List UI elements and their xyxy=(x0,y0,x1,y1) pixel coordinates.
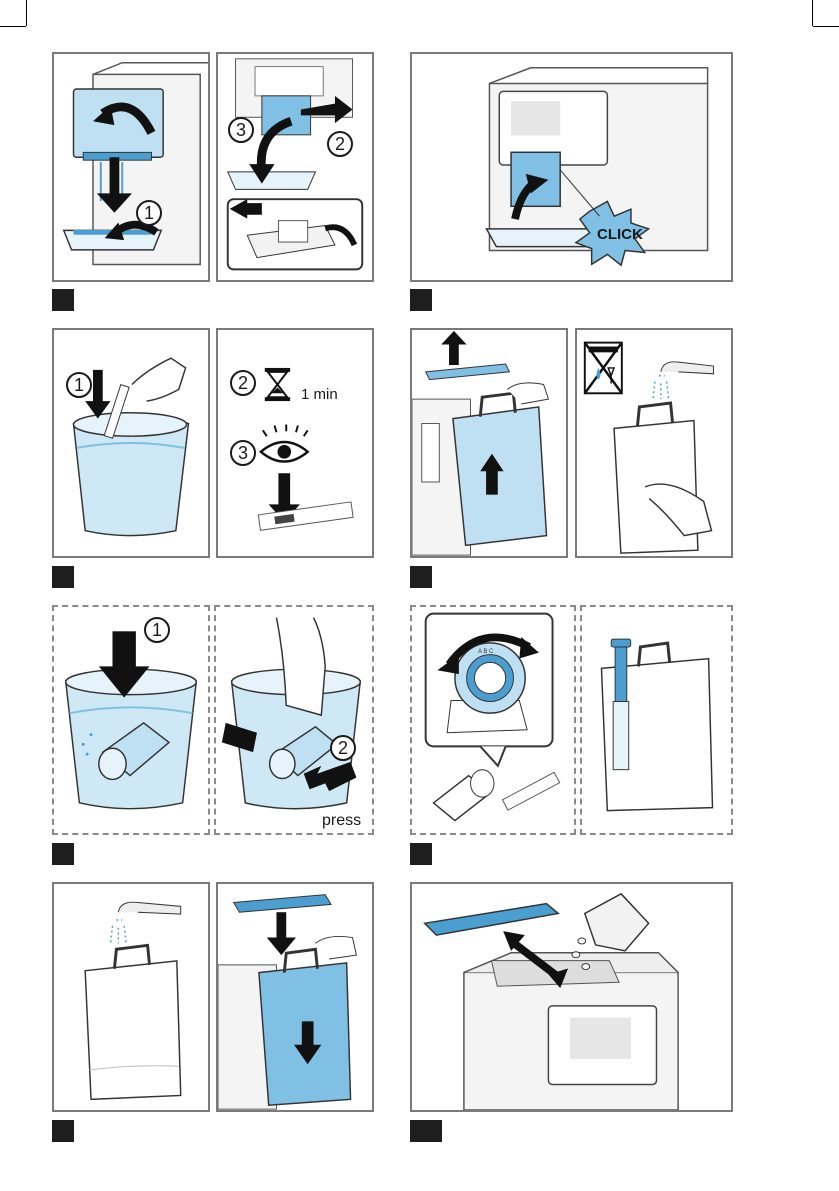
step7-panel-insert-tank xyxy=(216,882,374,1112)
machine-front-illustration xyxy=(54,54,208,280)
step6-panel-insert-filter xyxy=(580,605,733,835)
step-badge xyxy=(52,289,74,311)
step-badge xyxy=(52,566,74,588)
drawer-removal-illustration xyxy=(218,54,372,280)
dial-letters: A B C xyxy=(478,649,493,655)
fill-tank-illustration xyxy=(54,884,208,1110)
hourglass-icon xyxy=(265,368,290,401)
callout-number: 2 xyxy=(230,370,256,396)
press-label: press xyxy=(322,812,361,830)
crop-mark-top-right-h xyxy=(813,26,839,27)
dial-setting-illustration xyxy=(412,607,574,833)
step4-panel-rinse-tank xyxy=(575,328,733,558)
cartridge-click-illustration xyxy=(412,54,731,280)
callout-number: 2 xyxy=(327,131,353,157)
crop-mark-top-left-h xyxy=(0,26,26,27)
callout-number: 3 xyxy=(228,117,254,143)
test-strip-in-glass-illustration xyxy=(54,330,208,556)
crop-mark-top-left-v xyxy=(26,0,27,26)
no-dishwasher-icon xyxy=(585,343,622,394)
press-cartridge-illustration xyxy=(216,607,372,833)
step3-panel-test-strip: 1 xyxy=(52,328,210,558)
step-badge xyxy=(410,289,432,311)
filter-in-tank-illustration xyxy=(582,607,731,833)
step8-panel-refill-beans xyxy=(410,882,733,1112)
step1-panel-remove-drip-tray: 1 xyxy=(52,52,210,282)
callout-number: 1 xyxy=(66,372,92,398)
step6-panel-set-dial: A B C xyxy=(410,605,576,835)
refill-beans-illustration xyxy=(412,884,731,1110)
step2-panel-insert-cartridge: CLICK xyxy=(410,52,733,282)
click-label: CLICK xyxy=(597,226,643,243)
callout-number: 2 xyxy=(330,735,356,761)
insert-tank-illustration xyxy=(218,884,372,1110)
submerge-cartridge-illustration xyxy=(54,607,208,833)
step5-panel-submerge-cartridge: 1 xyxy=(52,605,210,835)
step1-panel-remove-drawer: 3 2 xyxy=(216,52,374,282)
step-badge xyxy=(410,1120,442,1142)
tap-icon xyxy=(653,362,713,399)
tap-icon xyxy=(111,902,181,943)
duration-label: 1 min xyxy=(301,386,338,403)
callout-number: 1 xyxy=(136,200,162,226)
step4-panel-remove-tank xyxy=(410,328,568,558)
callout-number: 1 xyxy=(144,617,170,643)
step-badge xyxy=(52,1120,74,1142)
step-badge xyxy=(52,843,74,865)
step-badge xyxy=(410,566,432,588)
crop-mark-top-right-v xyxy=(812,0,813,26)
rinse-tank-illustration xyxy=(577,330,731,556)
step5-panel-press-cartridge: 2 press xyxy=(214,605,374,835)
eye-icon xyxy=(261,424,308,461)
step-badge xyxy=(410,843,432,865)
remove-water-tank-illustration xyxy=(412,330,566,556)
step7-panel-fill-tank xyxy=(52,882,210,1112)
callout-number: 3 xyxy=(230,440,256,466)
step3-panel-wait-read: 2 1 min 3 xyxy=(216,328,374,558)
